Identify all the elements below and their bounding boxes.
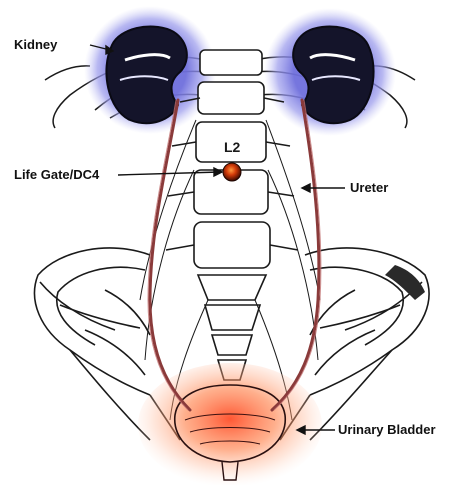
- bladder-label: Urinary Bladder: [338, 423, 436, 437]
- kidney-label: Kidney: [14, 38, 57, 52]
- ureter-label: Ureter: [350, 181, 388, 195]
- kidney-right: [264, 8, 396, 136]
- life-gate-point: [223, 163, 241, 181]
- vertebra-label: L2: [224, 139, 241, 155]
- life-gate-label: Life Gate/DC4: [14, 168, 99, 182]
- kidney-left: [84, 6, 216, 134]
- ureter-left: [150, 100, 190, 410]
